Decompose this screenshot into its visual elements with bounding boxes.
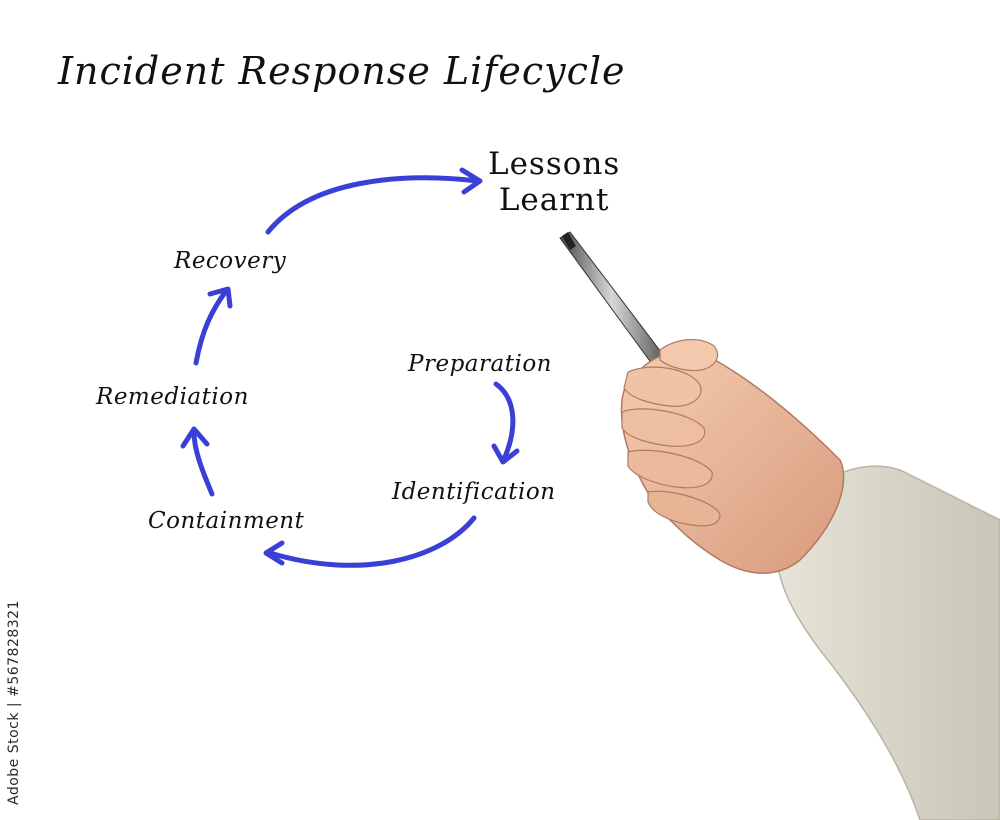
finger-middle bbox=[621, 408, 706, 447]
arrowhead-lessons bbox=[459, 167, 483, 195]
arrowhead-identification bbox=[491, 443, 520, 465]
lessons-learnt-line2: Learnt bbox=[498, 182, 610, 218]
arrow-preparation-to-identification bbox=[493, 381, 516, 462]
shirt-sleeve bbox=[776, 465, 1000, 820]
step-preparation: Preparation bbox=[408, 351, 552, 377]
arrowhead-recovery bbox=[207, 286, 233, 309]
arrowhead-containment bbox=[263, 540, 285, 566]
finger-pinky bbox=[647, 490, 721, 527]
step-remediation: Remediation bbox=[96, 384, 249, 410]
diagram-title: Incident Response Lifecycle bbox=[58, 49, 626, 93]
finger-index bbox=[623, 366, 702, 407]
arrowhead-remediation bbox=[180, 426, 210, 449]
pen-icon bbox=[559, 231, 665, 365]
arrow-containment-to-remediation bbox=[191, 429, 215, 497]
finger-ring bbox=[627, 449, 713, 489]
arrow-remediation-to-recovery bbox=[193, 288, 229, 366]
step-recovery: Recovery bbox=[174, 248, 287, 274]
arrow-recovery-to-lessons bbox=[265, 175, 481, 235]
lessons-learnt-label: Lessons Learnt bbox=[488, 146, 620, 218]
step-identification: Identification bbox=[392, 479, 556, 505]
arrow-identification-to-containment bbox=[267, 515, 477, 568]
thumb bbox=[659, 339, 719, 372]
lessons-learnt-line1: Lessons bbox=[488, 146, 621, 182]
step-containment: Containment bbox=[148, 508, 305, 534]
stock-watermark: Adobe Stock | #567828321 bbox=[6, 600, 22, 805]
